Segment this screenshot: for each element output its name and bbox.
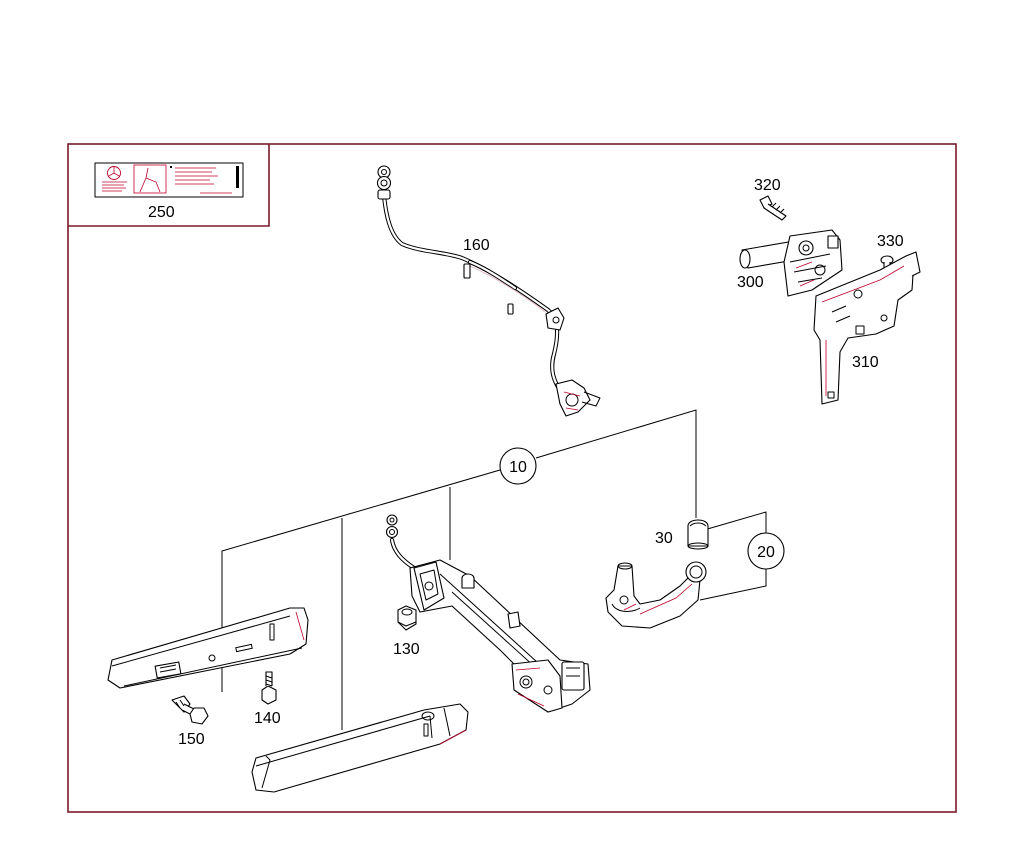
part-20-ball-neck[interactable] <box>605 561 707 629</box>
label-310: 310 <box>852 354 879 371</box>
part-140-bolt[interactable] <box>261 671 277 705</box>
diagram-frame <box>67 143 957 813</box>
callout-10[interactable]: 10 <box>499 447 537 485</box>
part-130-nut[interactable] <box>397 605 417 631</box>
label-140: 140 <box>254 710 281 727</box>
label-30: 30 <box>655 530 673 547</box>
sticker-inset-box <box>68 144 270 227</box>
leader-lines <box>221 409 767 730</box>
svg-text:20: 20 <box>757 544 775 561</box>
label-250: 250 <box>148 204 175 221</box>
label-320: 320 <box>754 177 781 194</box>
part-10-left-bracket[interactable] <box>107 607 309 689</box>
part-150-bolt[interactable] <box>171 695 209 725</box>
label-150: 150 <box>178 731 205 748</box>
part-10-tow-bar-assembly[interactable] <box>385 514 591 713</box>
part-310-bracket[interactable] <box>813 251 921 405</box>
part-160-wiring-harness[interactable] <box>376 165 601 417</box>
label-300: 300 <box>737 274 764 291</box>
part-300-release-mechanism[interactable] <box>739 229 843 297</box>
part-320-bolt[interactable] <box>759 195 787 221</box>
part-10-right-bracket[interactable] <box>251 703 469 793</box>
svg-text:10: 10 <box>509 459 527 476</box>
label-130: 130 <box>393 641 420 658</box>
label-160: 160 <box>463 237 490 254</box>
part-30-ball-cap[interactable] <box>687 519 709 550</box>
part-250-sticker[interactable] <box>94 162 244 198</box>
label-330: 330 <box>877 233 904 250</box>
callout-20[interactable]: 20 <box>747 532 785 570</box>
